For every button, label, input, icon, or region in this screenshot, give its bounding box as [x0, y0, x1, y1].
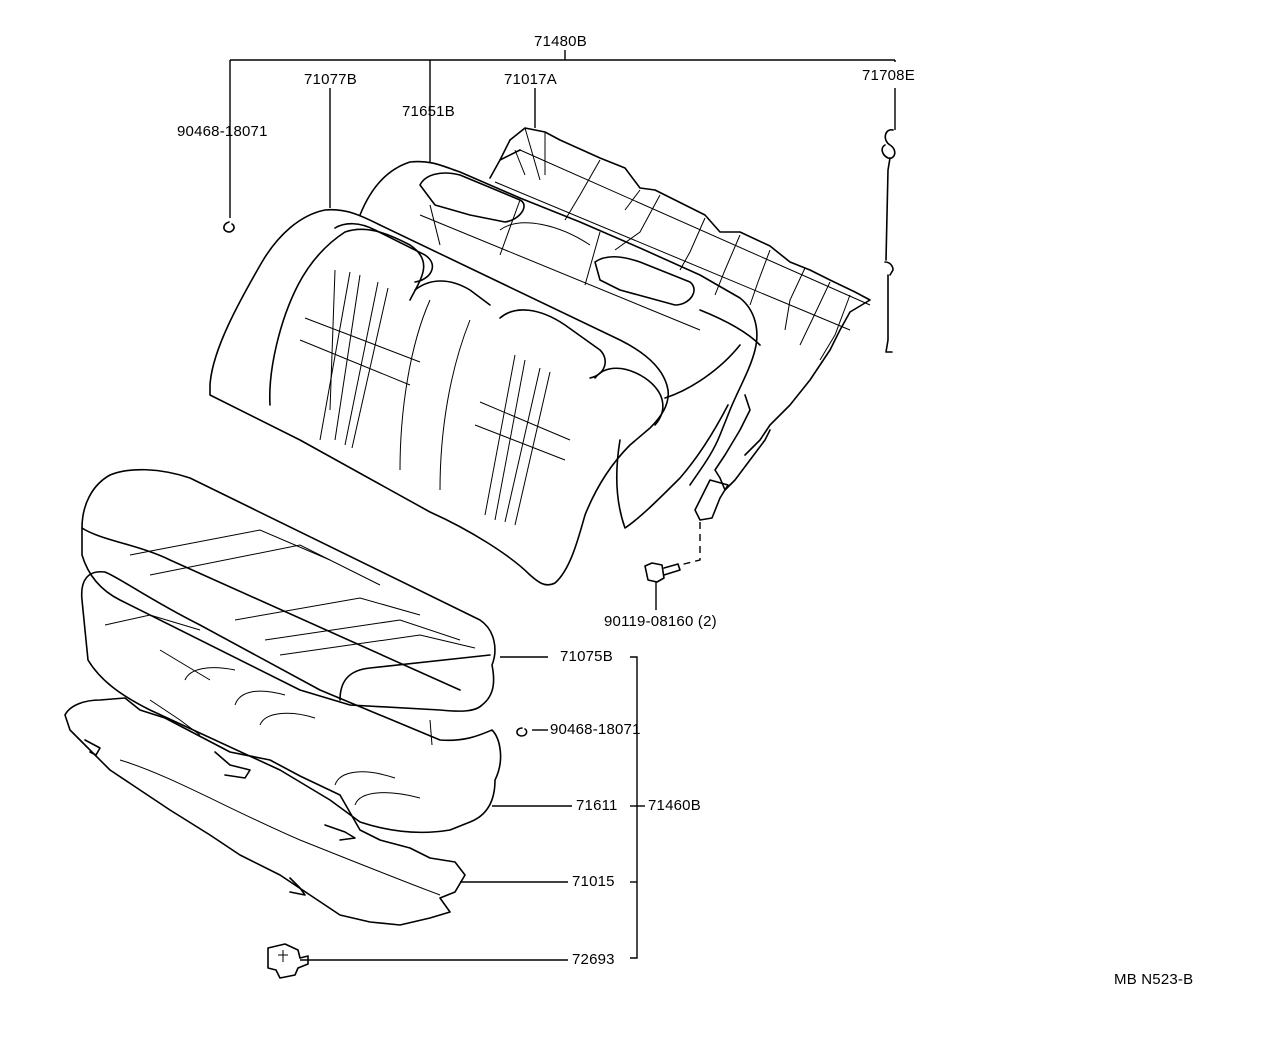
label-seat-back-cover: 71017A [504, 71, 557, 88]
back-bracket-drawing [694, 394, 771, 521]
hook-clip-icon [267, 943, 309, 979]
cushion-cover-drawing [81, 468, 496, 746]
back-frame-drawing [209, 208, 761, 586]
hog-ring-bottom-icon [516, 727, 528, 737]
drawing-code: MB N523-B [1114, 971, 1194, 988]
label-hog-ring-bottom: 90468-18071 [550, 721, 641, 738]
hog-ring-top-icon [223, 221, 235, 233]
label-seat-back-assy: 71480B [534, 33, 587, 50]
cushion-frame-drawing [64, 697, 466, 926]
label-hook: 72693 [572, 951, 615, 968]
back-pad-drawing [359, 160, 758, 486]
label-cushion-assy: 71460B [648, 797, 701, 814]
bolt-dashed-leader [679, 522, 701, 566]
label-cushion-cover: 71075B [560, 648, 613, 665]
cushion-pad-drawing [80, 571, 502, 834]
leader-lines-top [229, 50, 896, 218]
label-seat-back-frame: 71077B [304, 71, 357, 88]
bolt-icon [644, 562, 681, 610]
label-cushion-frame: 71015 [572, 873, 615, 890]
label-bolt: 90119-08160 (2) [604, 613, 717, 630]
wire-drawing [881, 129, 896, 353]
label-wire: 71708E [862, 67, 915, 84]
label-hog-ring-top: 90468-18071 [177, 123, 268, 140]
back-cover-drawing [489, 127, 871, 456]
label-seat-back-pad: 71651B [402, 103, 455, 120]
label-cushion-pad: 71611 [576, 797, 618, 814]
leader-lines-right [300, 656, 645, 961]
